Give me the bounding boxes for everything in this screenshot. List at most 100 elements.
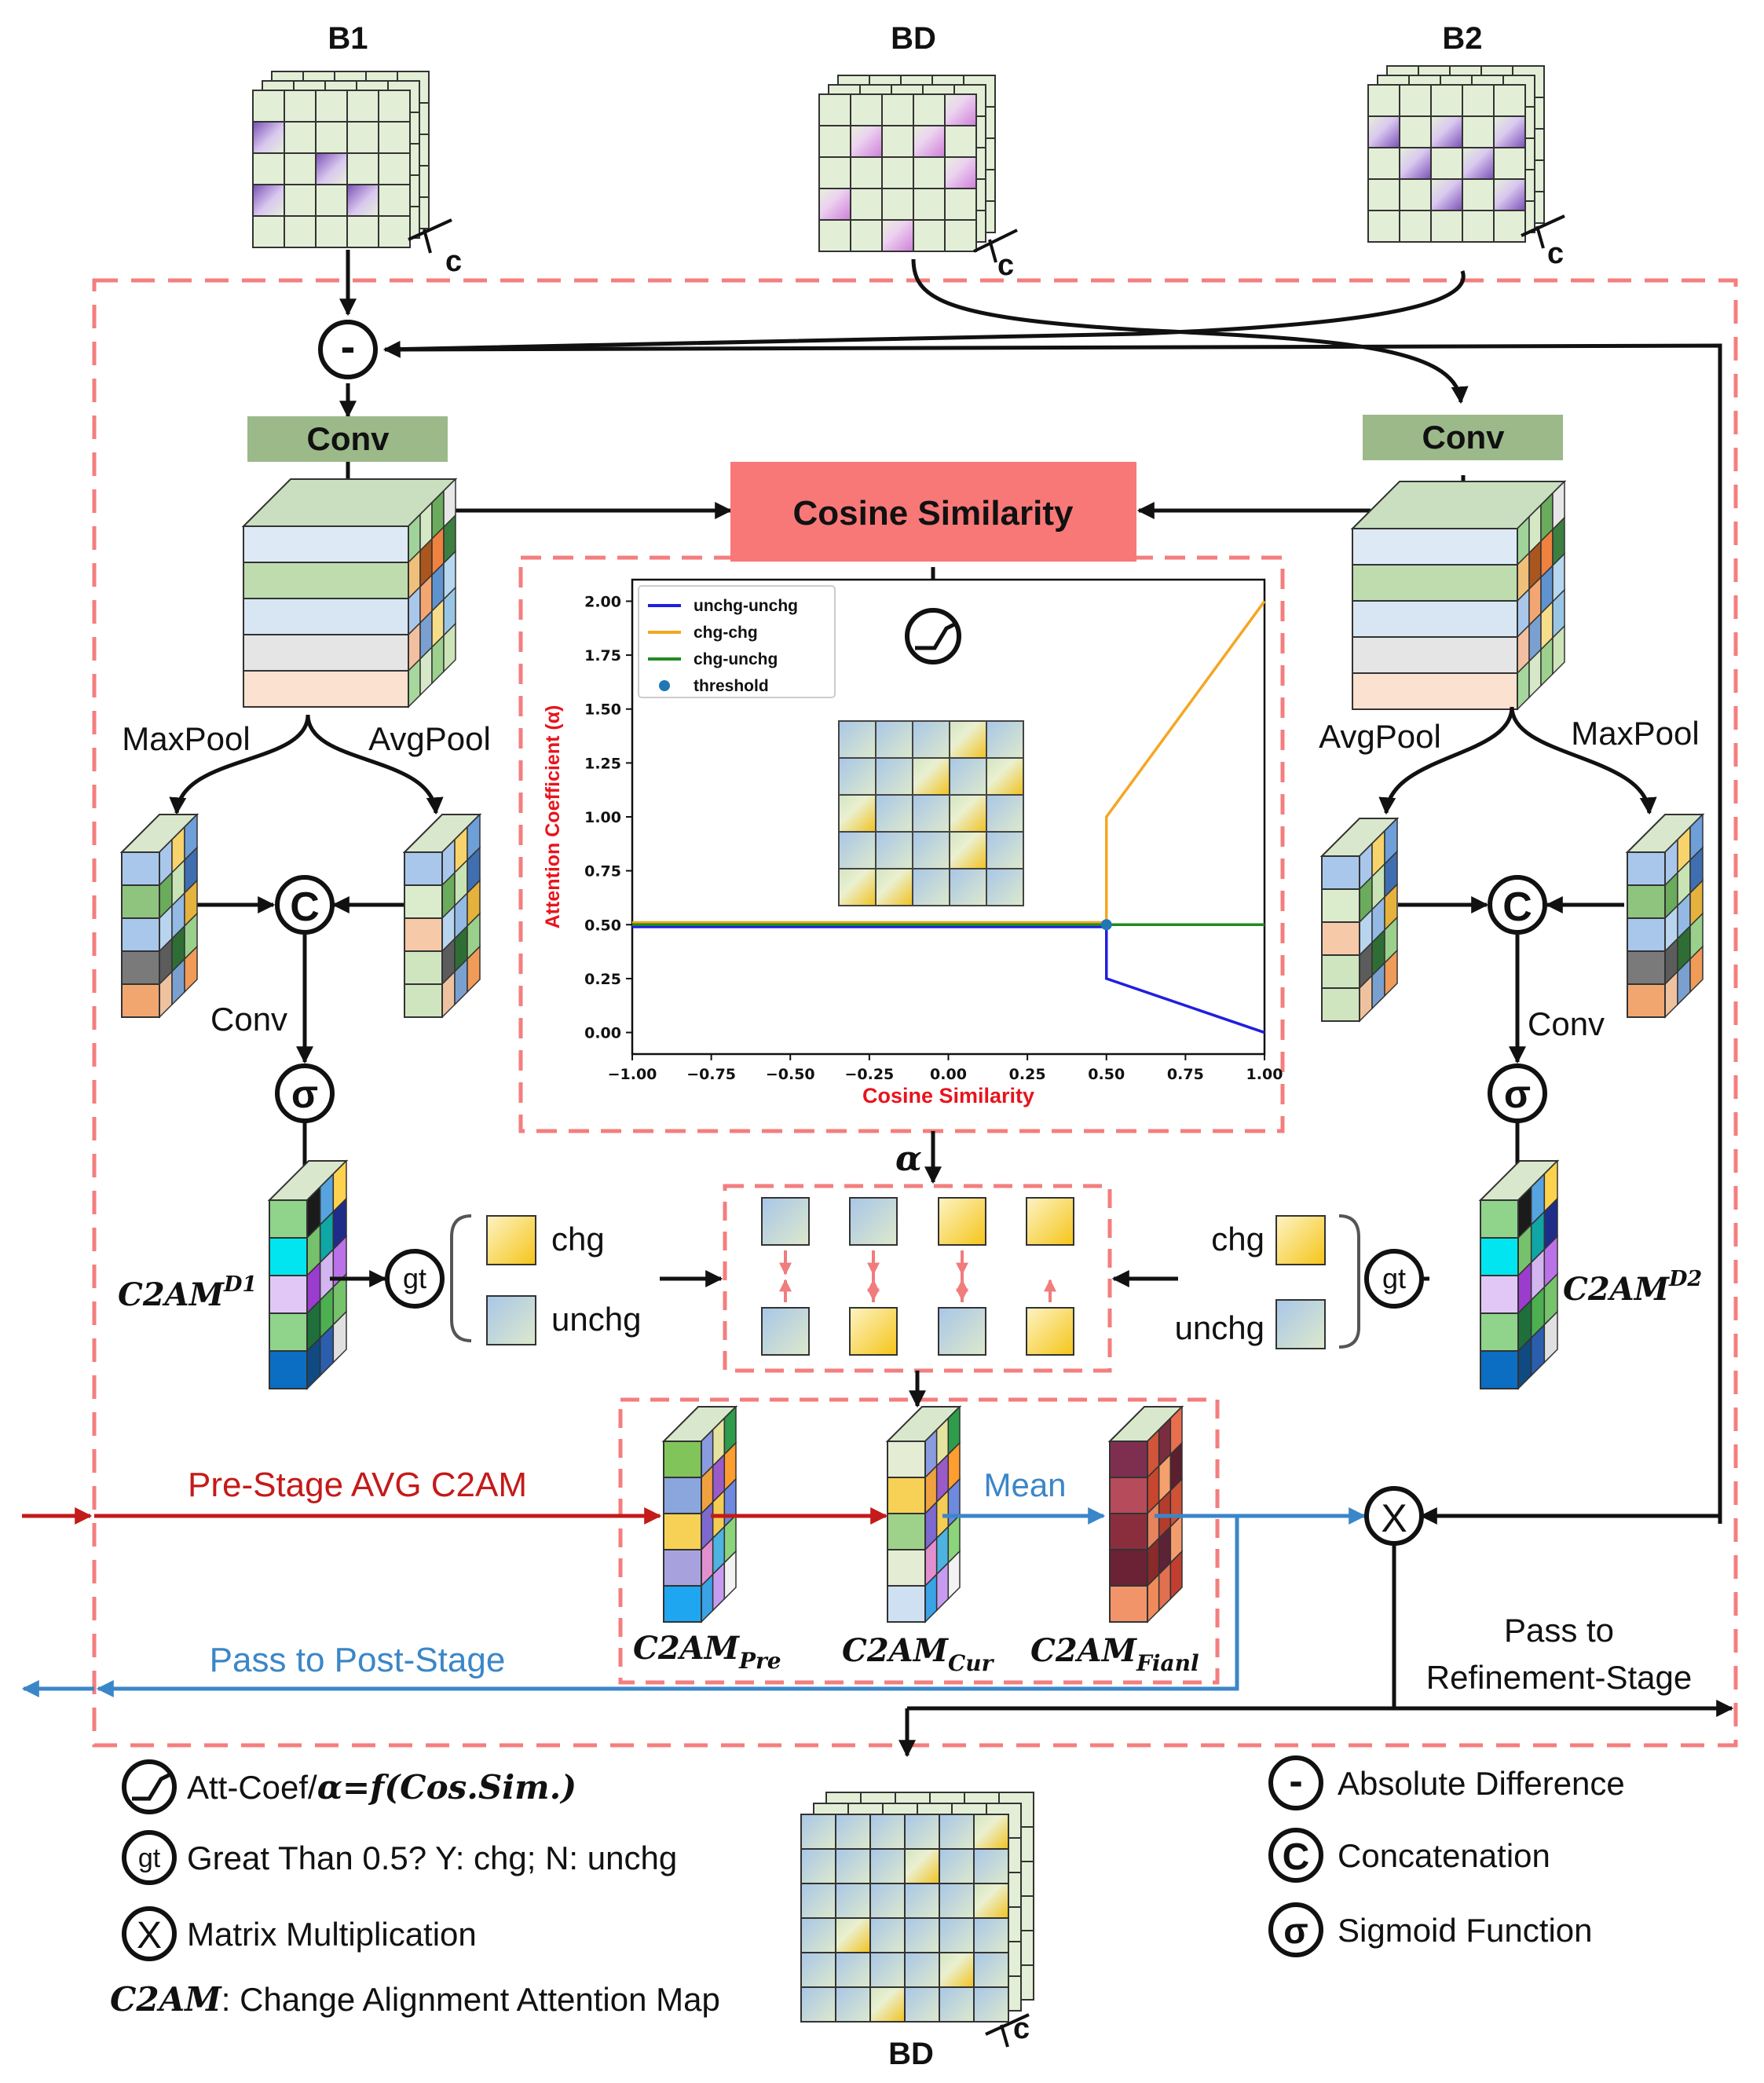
legend-c2am: C2AM: Change Alignment Attention Map: [110, 1980, 720, 2019]
svg-text:C: C: [1502, 884, 1532, 930]
chart-frame: [518, 555, 1285, 1133]
c2am-pre-map: [661, 1405, 738, 1624]
flow-arrows: [21, 1507, 1734, 1758]
svg-text:σ: σ: [291, 1072, 318, 1116]
output-bd-label: BD: [888, 2037, 934, 2071]
legend-absdiff: - Absolute Difference: [1268, 1755, 1625, 1810]
x-tick-label: 0.00: [930, 1066, 967, 1083]
avgpool-right-stack: [1319, 817, 1400, 1023]
y-tick-label: 1.00: [584, 809, 621, 826]
y-tick-label: 1.75: [584, 647, 621, 664]
x-tick-label: 0.75: [1167, 1066, 1204, 1083]
unchg-square-right: [1275, 1299, 1326, 1349]
pool-branches: [169, 706, 1657, 1178]
conv-small-right-label: Conv: [1528, 1005, 1605, 1042]
series-line-unchg-unchg: [632, 925, 1265, 1034]
conv-small-left-label: Conv: [210, 1001, 287, 1038]
svg-text:Att-Coef/α=f(Cos.Sim.): Att-Coef/α=f(Cos.Sim.): [187, 1768, 576, 1807]
unchg-square-left: [486, 1295, 536, 1345]
y-tick-label: 0.25: [584, 971, 621, 988]
legend-gt: gt Great Than 0.5? Y: chg; N: unchg: [122, 1830, 677, 1885]
legend-multiply: X Matrix Multiplication: [122, 1906, 477, 1961]
svg-text:σ: σ: [1283, 1910, 1308, 1951]
b2-label: B2: [1442, 21, 1482, 56]
mean-label: Mean: [983, 1466, 1066, 1503]
svg-text:-: -: [1289, 1759, 1302, 1804]
unchg-label-left: unchg: [551, 1301, 641, 1338]
legend-att-coef: Att-Coef/α=f(Cos.Sim.): [122, 1759, 576, 1814]
y-tick-label: 2.00: [584, 593, 621, 610]
pair-bottom-square: [1026, 1307, 1074, 1356]
avgpool-right-label: AvgPool: [1319, 718, 1441, 755]
x-tick-label: −1.00: [608, 1066, 657, 1083]
attention-inset-map: [838, 720, 1024, 906]
y-tick-label: 1.50: [584, 701, 621, 719]
pair-top-square: [849, 1197, 898, 1246]
conv-right-block: Conv: [1363, 415, 1563, 460]
chg-square-right: [1275, 1215, 1326, 1265]
y-tick-label: 0.00: [584, 1025, 621, 1042]
legend-entry: unchg-unchg: [694, 597, 798, 615]
bd-feature-stack: [818, 75, 996, 252]
pair-top-square: [1026, 1197, 1074, 1246]
x-tick-label: −0.50: [766, 1066, 815, 1083]
channel-label-b2: c: [1547, 237, 1564, 270]
svg-text:C: C: [1283, 1836, 1310, 1878]
legend-swatch: [659, 680, 670, 691]
legend-sigmoid: σ Sigmoid Function: [1268, 1902, 1593, 1957]
gt-node-right: gt: [1364, 1249, 1424, 1309]
bd-label: BD: [891, 21, 936, 56]
svg-text:X: X: [137, 1915, 162, 1957]
svg-text:Concatenation: Concatenation: [1338, 1837, 1550, 1874]
post-stage-label: Pass to Post-Stage: [210, 1641, 506, 1679]
maxpool-right-stack: [1625, 813, 1705, 1019]
attention-function-node: [905, 608, 961, 664]
chg-square-left: [486, 1215, 536, 1265]
legend-entry: chg-chg: [694, 624, 758, 642]
svg-text:gt: gt: [138, 1843, 161, 1873]
svg-text:Great Than 0.5? Y: chg; N: unc: Great Than 0.5? Y: chg; N: unchg: [187, 1840, 677, 1876]
svg-text:Matrix Multiplication: Matrix Multiplication: [187, 1916, 477, 1953]
gt-node-left: gt: [385, 1249, 445, 1309]
output-bd-feature-stack: [800, 1792, 1034, 2023]
x-tick-label: 0.25: [1009, 1066, 1046, 1083]
svg-text:X: X: [1381, 1496, 1407, 1540]
unchg-label-right: unchg: [1175, 1309, 1264, 1346]
sigmoid-node-left: σ: [275, 1063, 335, 1123]
y-tick-label: 1.25: [584, 755, 621, 772]
conv-left-block: Conv: [247, 416, 448, 462]
x-tick-label: −0.25: [844, 1066, 894, 1083]
c2am-pre-label: C2AMPre: [633, 1630, 781, 1674]
legend-concat: C Concatenation: [1268, 1828, 1550, 1883]
y-tick-label: 0.50: [584, 917, 621, 934]
y-tick-label: 0.75: [584, 863, 621, 880]
chg-label-left: chg: [551, 1221, 605, 1257]
svg-text:Conv: Conv: [1422, 419, 1506, 456]
x-axis-label: Cosine Similarity: [862, 1084, 1034, 1107]
cosine-similarity-block: Cosine Similarity: [730, 462, 1136, 562]
avgpool-left-label: AvgPool: [368, 720, 491, 757]
b1-label: B1: [328, 21, 368, 56]
refinement-label-2: Refinement-Stage: [1426, 1659, 1693, 1696]
c2am-cur-label: C2AMCur: [842, 1632, 995, 1676]
left-feature-cube: [241, 478, 458, 708]
c2am-final-label: C2AMFianl: [1030, 1632, 1199, 1676]
concat-node-right: C: [1488, 875, 1547, 935]
top-connectors: [339, 250, 1722, 1524]
c2am-d2-map: [1478, 1159, 1560, 1390]
channel-label-out: c: [1013, 2012, 1030, 2045]
svg-text:-: -: [341, 321, 356, 371]
c2am-d1-label: C2AMD1: [118, 1272, 257, 1313]
x-tick-label: 1.00: [1246, 1066, 1283, 1083]
alpha-pairing-block: [761, 1197, 1074, 1356]
chg-label-right: chg: [1211, 1221, 1264, 1257]
svg-text:C2AM: Change Alignment Attenti: C2AM: Change Alignment Attention Map: [110, 1980, 720, 2019]
svg-text:Cosine Similarity: Cosine Similarity: [792, 494, 1074, 533]
c2am-d1-map: [267, 1159, 349, 1390]
svg-text:Sigmoid Function: Sigmoid Function: [1338, 1912, 1593, 1949]
channel-label-b1: c: [445, 245, 462, 278]
gt-connectors: [330, 1131, 1429, 1408]
alpha-label: α: [895, 1139, 922, 1179]
